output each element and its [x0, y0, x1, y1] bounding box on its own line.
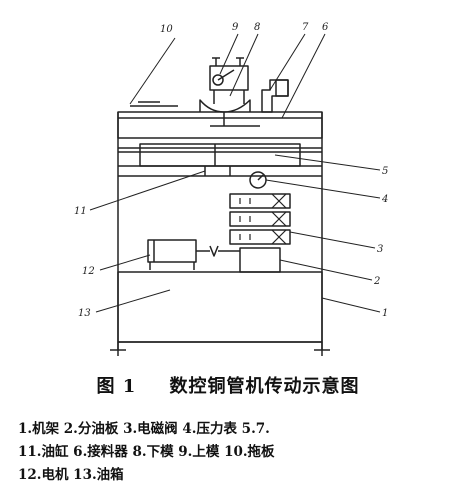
- parts-legend: 1.机架 2.分油板 3.电磁阀 4.压力表 5.7. 11.油缸 6.接料器 …: [18, 418, 448, 487]
- legend-line: 12.电机 13.油箱: [18, 467, 124, 483]
- motor: [147, 239, 197, 263]
- solenoid-valve-3: [229, 229, 291, 245]
- figure-number: 图 1: [96, 376, 137, 397]
- callout-11: 11: [74, 206, 87, 217]
- figure-caption: 图 1 数控铜管机传动示意图: [0, 372, 456, 398]
- callout-9: 9: [232, 22, 239, 33]
- figure-title: 数控铜管机传动示意图: [169, 376, 360, 397]
- callout-5: 5: [382, 166, 388, 177]
- slide-plate: [117, 111, 323, 139]
- solenoid-valve-1: [229, 193, 291, 209]
- callout-1: 1: [382, 308, 388, 319]
- callout-4: 4: [381, 194, 388, 205]
- callout-10: 10: [160, 24, 173, 35]
- solenoid-valve-2: [229, 211, 291, 227]
- upper-die: [209, 65, 249, 91]
- upper-die-circle: [212, 74, 224, 86]
- legend-line: 11.油缸 6.接料器 8.下模 9.上模 10.拖板: [18, 444, 275, 460]
- callout-13: 13: [78, 308, 91, 319]
- oil-distribution-plate: [239, 247, 281, 273]
- legend-line: 1.机架 2.分油板 3.电磁阀 4.压力表 5.7.: [18, 421, 270, 437]
- callout-12: 12: [82, 266, 95, 277]
- callout-2: 2: [373, 276, 380, 287]
- callout-7: 7: [302, 22, 309, 33]
- schematic-drawing: 10 9 8 7 6 5 4 3 2 1 11 12 13: [74, 22, 388, 356]
- callout-6: 6: [322, 22, 329, 33]
- callout-3: 3: [377, 244, 383, 255]
- machine-schematic: 10 9 8 7 6 5 4 3 2 1 11 12 13: [74, 22, 388, 356]
- oil-tank: [117, 271, 323, 343]
- callout-8: 8: [254, 22, 260, 33]
- lower-die: [199, 99, 251, 113]
